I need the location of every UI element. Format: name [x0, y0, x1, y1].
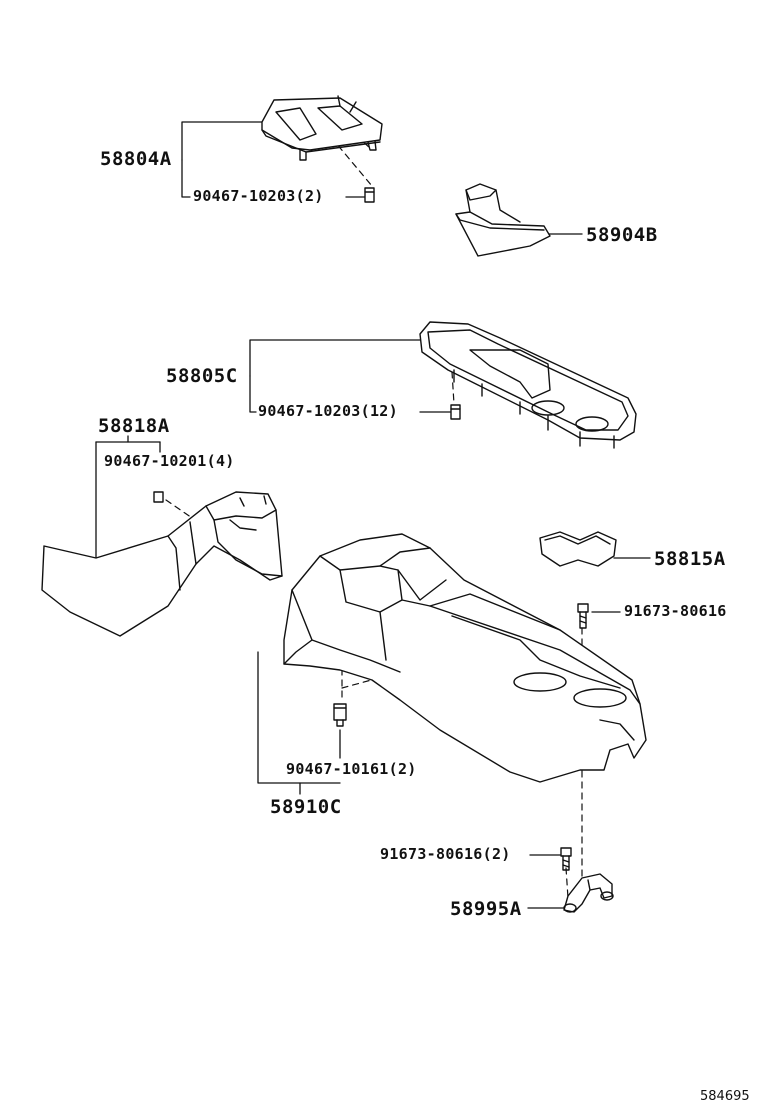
label-90467-10203-2: 90467-10203(2): [193, 187, 324, 205]
label-58805c: 58805C: [166, 365, 238, 387]
part-58815a-mat: [539, 531, 617, 567]
label-91673-80616-2: 91673-80616(2): [380, 845, 511, 863]
label-58815a: 58815A: [654, 548, 726, 570]
part-58910c-console-box: [283, 533, 647, 783]
label-58804a: 58804A: [100, 148, 172, 170]
part-58904b-shift-boot: [455, 183, 551, 257]
part-58805c-console-panel: [419, 321, 637, 449]
label-58818a: 58818A: [98, 415, 170, 437]
leader-lines: [95, 121, 651, 909]
label-90467-10201-4: 90467-10201(4): [104, 452, 235, 470]
part-58818a-side-cover: [41, 491, 283, 637]
label-58910c: 58910C: [270, 796, 342, 818]
part-58804a-shift-bezel: [261, 95, 383, 203]
bolt-91673-80616-lower: [560, 847, 572, 871]
figure-id: 584695: [700, 1089, 750, 1104]
part-58995a-bracket: [563, 873, 614, 913]
label-90467-10161-2: 90467-10161(2): [286, 760, 417, 778]
label-90467-10203-12: 90467-10203(12): [258, 402, 398, 420]
label-58904b: 58904B: [586, 224, 658, 246]
label-91673-80616: 91673-80616: [624, 602, 727, 620]
bolt-91673-80616-top: [577, 603, 589, 629]
label-58995a: 58995A: [450, 898, 522, 920]
